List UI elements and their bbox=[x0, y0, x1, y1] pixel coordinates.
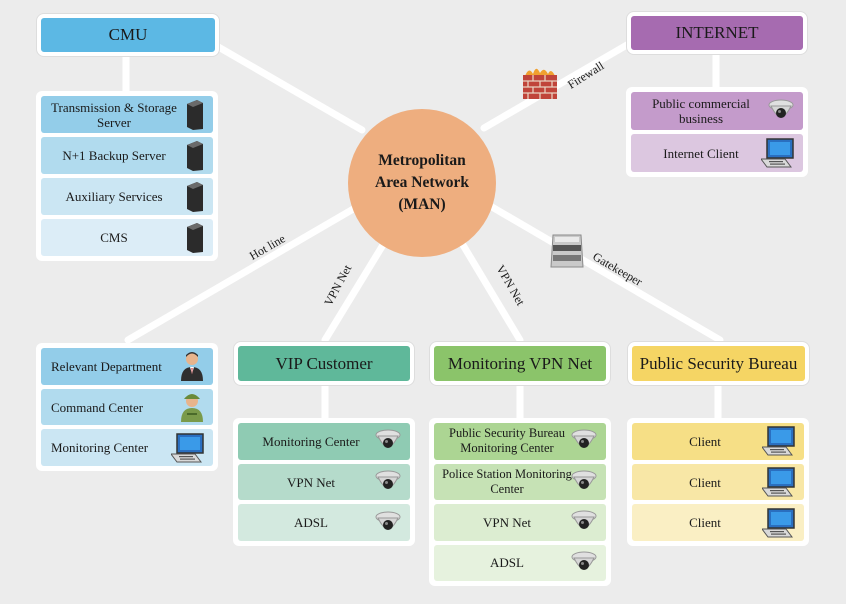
list-item: CMS bbox=[41, 219, 213, 256]
list-item: ADSL bbox=[238, 504, 410, 542]
item-label: Client bbox=[689, 515, 721, 531]
item-label: Client bbox=[689, 433, 721, 449]
item-label: Transmission & Storage Server bbox=[51, 99, 177, 130]
item-label: Command Center bbox=[51, 399, 144, 415]
list-item: Client bbox=[632, 463, 804, 501]
dome-camera-icon bbox=[375, 429, 401, 449]
man-hub: Metropolitan Area Network (MAN) bbox=[348, 109, 496, 257]
item-label: Public Security Bureau Monitoring Center bbox=[449, 426, 565, 456]
monitoring-vpn-net-panel: Public Security Bureau Monitoring Center… bbox=[429, 418, 611, 586]
dome-camera-icon bbox=[375, 470, 401, 489]
item-label: Relevant Department bbox=[51, 358, 162, 374]
item-label: Police Station Monitoring Center bbox=[442, 466, 572, 496]
computer-icon bbox=[761, 138, 794, 168]
dome-camera-icon bbox=[571, 551, 597, 570]
dome-camera-icon bbox=[571, 470, 597, 489]
item-label: Client bbox=[689, 474, 721, 490]
public-security-bureau-panel: Client Client Client bbox=[627, 418, 809, 546]
list-item: Monitoring Center bbox=[41, 429, 213, 467]
internet-panel: Public commercial business Internet Clie… bbox=[626, 87, 808, 177]
item-label: ADSL bbox=[294, 515, 328, 531]
soldier-icon bbox=[181, 394, 203, 422]
computer-icon bbox=[762, 507, 795, 538]
list-item: Relevant Department bbox=[41, 348, 213, 385]
item-label: VPN Net bbox=[482, 514, 532, 530]
list-item: VPN Net bbox=[434, 504, 606, 541]
firewall-icon bbox=[523, 68, 557, 99]
dome-camera-icon bbox=[375, 511, 401, 530]
gatekeeper-server-icon bbox=[550, 234, 584, 268]
item-label: VPN Net bbox=[286, 474, 336, 490]
list-item: Internet Client bbox=[631, 134, 803, 172]
hub-line-1: Metropolitan bbox=[378, 152, 466, 169]
server-icon bbox=[187, 181, 203, 212]
computer-icon bbox=[762, 467, 795, 497]
item-label: N+1 Backup Server bbox=[62, 148, 166, 163]
server-icon bbox=[187, 99, 203, 130]
computer-icon bbox=[171, 432, 204, 463]
vip-customer-header: VIP Customer bbox=[234, 342, 414, 385]
business-person-icon bbox=[181, 352, 203, 382]
item-label: CMS bbox=[100, 230, 128, 245]
hub-line-3: (MAN) bbox=[398, 196, 446, 213]
list-item: Public commercial business bbox=[631, 92, 803, 130]
list-item: Client bbox=[632, 504, 804, 542]
item-label: Auxiliary Services bbox=[65, 189, 163, 204]
vip-customer-panel: Monitoring Center VPN Net ADSL bbox=[233, 418, 415, 546]
cmu-panel: Transmission & Storage Server N+1 Backup… bbox=[36, 91, 218, 261]
item-label: ADSL bbox=[490, 555, 524, 571]
dome-camera-icon bbox=[571, 429, 597, 449]
item-label: Internet Client bbox=[663, 145, 739, 161]
list-item: Command Center bbox=[41, 388, 213, 426]
item-label: Monitoring Center bbox=[262, 433, 360, 449]
dome-camera-icon bbox=[571, 510, 597, 530]
list-item: Client bbox=[632, 423, 804, 460]
list-item: Monitoring Center bbox=[238, 423, 410, 460]
monitoring-vpn-net-header: Monitoring VPN Net bbox=[430, 342, 610, 385]
list-item: N+1 Backup Server bbox=[41, 137, 213, 174]
list-item: Police Station Monitoring Center bbox=[434, 463, 606, 500]
dome-camera-icon bbox=[768, 99, 794, 118]
internet-header: INTERNET bbox=[627, 12, 807, 54]
hub-line-2: Area Network bbox=[375, 174, 469, 191]
list-item: VPN Net bbox=[238, 463, 410, 501]
item-label: Public commercial business bbox=[652, 96, 750, 126]
public-security-bureau-header: Public Security Bureau bbox=[628, 342, 809, 385]
list-item: Auxiliary Services bbox=[41, 178, 213, 215]
list-item: ADSL bbox=[434, 544, 606, 581]
server-icon bbox=[187, 222, 203, 253]
item-label: Monitoring Center bbox=[51, 440, 149, 456]
cmu-header: CMU bbox=[37, 14, 219, 56]
list-item: Public Security Bureau Monitoring Center bbox=[434, 423, 606, 460]
department-panel: Relevant Department Command Center Monit… bbox=[36, 343, 218, 471]
server-icon bbox=[187, 140, 203, 171]
list-item: Transmission & Storage Server bbox=[41, 96, 213, 133]
computer-icon bbox=[762, 426, 795, 456]
